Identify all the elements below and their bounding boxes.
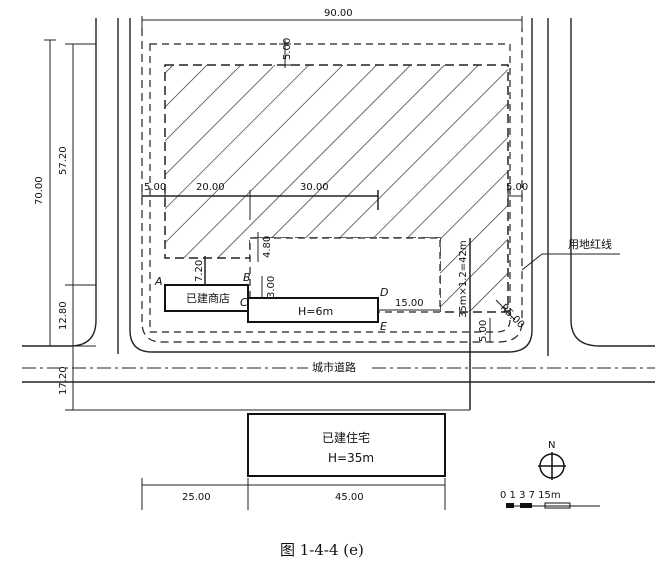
middle-building: H=6m — [247, 297, 379, 323]
city-road-label-group: 城市道路 — [308, 360, 368, 374]
buildable-boundary — [149, 43, 511, 333]
dim-left-upper: 57.20 — [58, 146, 69, 175]
property-red-line — [141, 28, 523, 343]
north-arrow: N — [538, 440, 566, 480]
residence-label: 已建住宅 — [322, 430, 370, 445]
dim-bc-offset: 3.00 — [266, 276, 277, 298]
point-b: B — [243, 271, 251, 284]
dim-left-setback: 5.00 — [144, 182, 166, 193]
point-a: A — [154, 275, 163, 288]
dim-corner-setback: 5.00 — [478, 320, 489, 342]
dim-top-setback: 5.00 — [282, 38, 293, 60]
dim-bottom-right: 45.00 — [335, 492, 364, 503]
dim-mid-width: 30.00 — [300, 182, 329, 193]
residence-building: 已建住宅 H=35m — [247, 413, 446, 477]
dim-left-total: 70.00 — [34, 176, 45, 205]
dim-slope-height: 35m×1.2=42m — [458, 240, 469, 318]
point-labels: A B C D E — [154, 271, 388, 333]
dimension-lines — [44, 16, 620, 510]
point-c: C — [240, 296, 248, 309]
dim-shop-gap: 7.20 — [194, 260, 205, 282]
middle-building-height: H=6m — [298, 305, 333, 318]
scale-bar-label: 0 1 3 7 15m — [500, 490, 561, 501]
scale-bar: 0 1 3 7 15m — [500, 490, 600, 509]
shop-building: 已建商店 — [164, 284, 249, 312]
red-line-label: 用地红线 — [568, 237, 612, 251]
dim-road-width: 17.20 — [58, 366, 69, 395]
dim-right-setback: 5.00 — [506, 182, 528, 193]
dim-d-gap: 15.00 — [395, 298, 424, 309]
point-d: D — [380, 286, 388, 299]
dim-top-width: 90.00 — [324, 8, 353, 19]
street-lines — [22, 18, 655, 383]
residence-height: H=35m — [328, 451, 374, 465]
figure-caption: 图 1-4-4 (e) — [280, 541, 364, 559]
point-e: E — [380, 320, 387, 333]
city-road-label: 城市道路 — [312, 360, 356, 374]
dim-notch-depth: 4.80 — [262, 236, 273, 258]
shop-label: 已建商店 — [186, 291, 230, 305]
dim-shop-width: 20.00 — [196, 182, 225, 193]
dim-bottom-left: 25.00 — [182, 492, 211, 503]
dim-left-lower: 12.80 — [58, 301, 69, 330]
north-arrow-label: N — [548, 440, 555, 451]
